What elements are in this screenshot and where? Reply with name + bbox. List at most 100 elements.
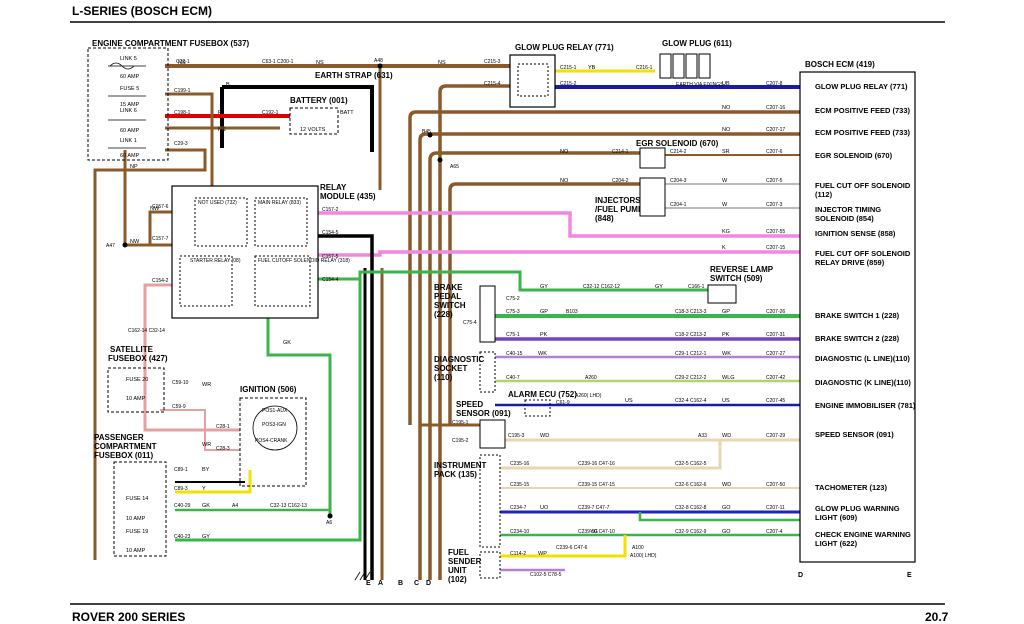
code-ns-3: NS: [218, 127, 226, 133]
ecm-pin-label: SOLENOID (854): [815, 214, 874, 223]
conn-c63-1: C63-1 C200-1: [262, 59, 294, 65]
ground-c: C: [414, 580, 419, 587]
glow-relay-inner: [517, 63, 549, 97]
ecm-pin-label: ENGINE IMMOBILISER (781): [815, 401, 916, 410]
ecm-pin-label: BRAKE SWITCH 2 (228): [815, 334, 900, 343]
splice-a33: A33: [698, 433, 707, 439]
code-ns-2: NS: [438, 60, 446, 66]
conn-c89-3: C89-3: [174, 486, 188, 492]
code-yb: YB: [588, 65, 596, 71]
ecm-pin-label: LIGHT (622): [815, 539, 858, 548]
ecm-pin-label: CHECK ENGINE WARNING: [815, 530, 911, 539]
svg-text:60 AMP: 60 AMP: [120, 128, 140, 134]
wire-black-a: [318, 234, 374, 580]
code-us: US: [625, 398, 633, 404]
conn-c75-4: C75-4: [463, 320, 477, 326]
splice-labels: A48 A47 B45 A65 A6 A4 B103 A260 A260( LH…: [106, 58, 707, 559]
code-wr: WR: [202, 382, 211, 388]
conn-c40-29: C40-29: [174, 503, 191, 509]
conn-c207-4: C207-4: [766, 529, 783, 535]
conn-c75-1: C75-1: [506, 332, 520, 338]
ecm-pin-label: GLOW PLUG RELAY (771): [815, 82, 908, 91]
conn-c207-42: C207-42: [766, 375, 785, 381]
wire-kg: [318, 211, 800, 238]
conn-c29-1: C29-1 C212-1: [675, 351, 707, 357]
ecm-pin-label: ECM POSITIVE FEED (733): [815, 128, 911, 137]
ecm-pin-label: SPEED SENSOR (091): [815, 430, 894, 439]
code-wk-2: WK: [722, 351, 731, 357]
diag-label3: (110): [434, 373, 453, 382]
diag-label2: SOCKET: [434, 364, 467, 373]
code-batt: BATT: [340, 110, 354, 116]
fuel-sender-label2: SENDER: [448, 557, 482, 566]
code-gp: GP: [540, 309, 548, 315]
instrument-label2: PACK (135): [434, 470, 477, 479]
svg-text:LINK 1: LINK 1: [120, 138, 137, 144]
ecm-pin-label: IGNITION SENSE (858): [815, 229, 896, 238]
egr-solenoid: [639, 147, 666, 169]
ecm-pin-label: DIAGNOSTIC (L LINE)(110): [815, 354, 910, 363]
injectors-label2: /FUEL PUMP: [595, 205, 644, 214]
code-gy-2: GY: [655, 284, 663, 290]
fuel-sender-label4: (102): [448, 575, 467, 584]
egr-label: EGR SOLENOID (670): [636, 139, 719, 148]
conn-c204-3: C204-3: [670, 178, 687, 184]
conn-c204-1: C204-1: [670, 202, 687, 208]
conn-c40-23: C40-23: [174, 534, 191, 540]
wire-k: [318, 250, 800, 257]
conn-c102-5: C102-5 C78-5: [530, 572, 562, 578]
ecm-pin-label: GLOW PLUG WARNING: [815, 504, 900, 513]
pass-fusebox-label2: COMPARTMENT: [94, 442, 157, 451]
relay-starter: [179, 255, 233, 307]
alarm-label: ALARM ECU (752): [508, 390, 577, 399]
battery-label: BATTERY (001): [290, 96, 348, 105]
fuel-sender-unit: [479, 551, 501, 579]
ground-e: E: [366, 580, 371, 587]
wire-wr: [143, 283, 240, 432]
code-gy: GY: [540, 284, 548, 290]
fuse19-label: FUSE 19: [126, 529, 148, 535]
engine-fusebox: [87, 47, 169, 161]
code-wp: WP: [538, 551, 547, 557]
ign-pos3: POS3-IGN: [262, 422, 286, 428]
code-go-2: GO: [722, 529, 731, 535]
conn-c207-16: C207-16: [766, 105, 785, 111]
wire-no-egr: [428, 151, 640, 580]
code-wr-2: WR: [202, 442, 211, 448]
conn-c18-3: C18-3 C213-3: [675, 309, 707, 315]
ecm-pin-label: INJECTOR TIMING: [815, 205, 881, 214]
conn-c234-7: C234-7: [510, 505, 527, 511]
conn-c22-1: C22-1: [176, 59, 190, 65]
reverse-label: REVERSE LAMP: [710, 265, 774, 274]
relay-main: [254, 197, 308, 247]
fuel-sender-label: FUEL: [448, 548, 469, 557]
conn-c40-15: C40-15: [506, 351, 523, 357]
pass-fusebox-label: PASSENGER: [94, 433, 144, 442]
conn-c215-1: C215-1: [560, 65, 577, 71]
conn-c18-2: C18-2 C213-2: [675, 332, 707, 338]
code-no-3: NO: [560, 149, 569, 155]
ecm-pin-label: LIGHT (609): [815, 513, 858, 522]
fuse14-amp: 10 AMP: [126, 516, 146, 522]
splice-b103: B103: [566, 309, 578, 315]
ground-d-ecm: D: [798, 572, 803, 579]
conn-c235-16: C235-16: [510, 461, 529, 467]
conn-c207-11: C207-11: [766, 505, 785, 511]
ecm-pin-labels: GLOW PLUG RELAY (771) ECM POSITIVE FEED (…: [815, 82, 916, 548]
code-w: W: [722, 178, 728, 184]
conn-c239-7: C239-7 C47-7: [578, 505, 610, 511]
code-gk-2: GK: [202, 503, 210, 509]
code-b: B: [226, 82, 230, 88]
ignition-label: IGNITION (506): [240, 385, 297, 394]
battery-volts: 12 VOLTS: [300, 127, 326, 133]
wire-wd-tacho: [500, 440, 722, 470]
ign-pos1: POS1-AUX: [262, 408, 288, 414]
speed-sensor: [479, 419, 506, 449]
relay-fuel: [254, 255, 311, 307]
conn-c29-2: C29-2 C212-2: [675, 375, 707, 381]
conn-c59-10: C59-10: [172, 380, 189, 386]
conn-c195-1: C195-1: [452, 420, 469, 426]
ecm-pin-label: DIAGNOSTIC (K LINE)(110): [815, 378, 911, 387]
ecm-pin-label: RELAY DRIVE (859): [815, 258, 885, 267]
conn-c207-6: C207-6: [766, 149, 783, 155]
